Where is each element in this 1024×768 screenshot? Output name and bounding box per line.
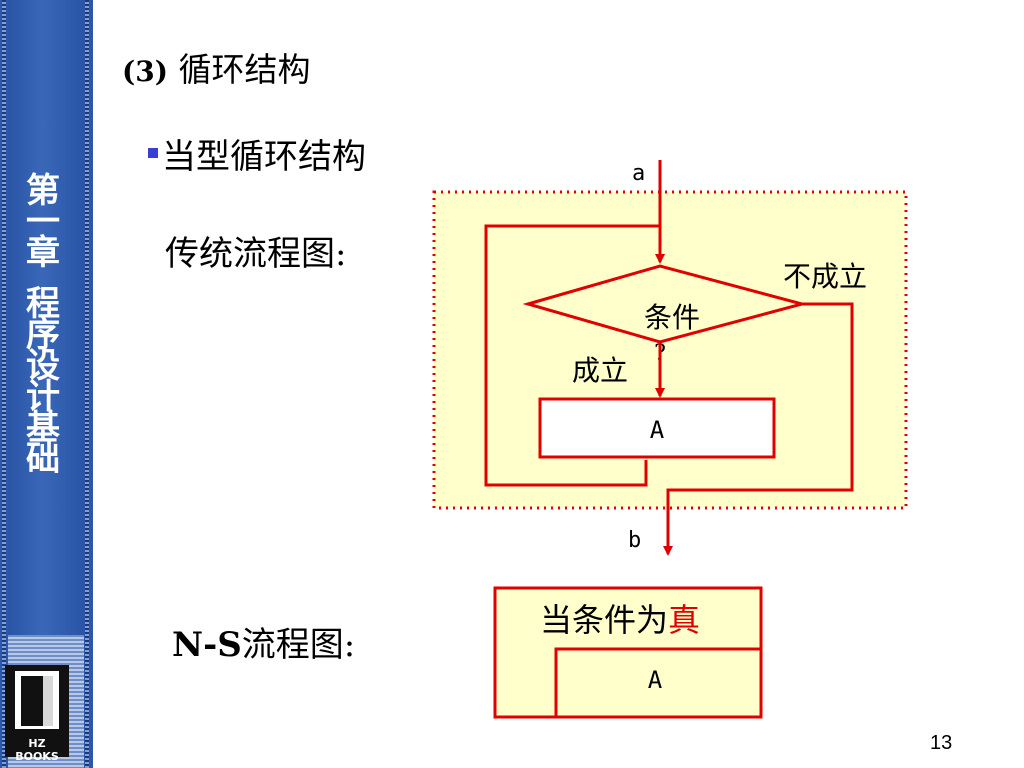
ns-body-box bbox=[554, 647, 763, 719]
condition-text: 条件 bbox=[644, 301, 700, 334]
loop-back-line bbox=[484, 224, 660, 487]
entry-label: a bbox=[632, 161, 645, 186]
chapter-char: 设 bbox=[26, 346, 60, 386]
chapter-char: 础 bbox=[26, 439, 60, 479]
ns-label-rest: 流程图: bbox=[241, 625, 356, 665]
publisher-logo: HZ BOOKS bbox=[5, 665, 69, 763]
ns-loop-highlight: 真 bbox=[668, 601, 700, 639]
logo-door-icon bbox=[21, 676, 43, 726]
traditional-flowchart-label: 传统流程图: bbox=[165, 234, 347, 274]
chapter-title: 第 一 章 程 序 设 计 基 础 bbox=[15, 171, 71, 479]
chapter-char: 基 bbox=[26, 408, 60, 448]
section-title: (3) 循环结构 bbox=[122, 43, 310, 91]
process-label: A bbox=[650, 416, 665, 444]
chapter-char: 章 bbox=[26, 233, 60, 273]
logo-text: HZ BOOKS bbox=[15, 737, 59, 763]
bullet-square-icon bbox=[148, 148, 158, 158]
chapter-char: 序 bbox=[26, 315, 60, 355]
chapter-char: 一 bbox=[26, 202, 60, 242]
ns-label-latin: N-S bbox=[172, 625, 242, 665]
false-branch-arrow bbox=[663, 302, 854, 556]
exit-label: b bbox=[628, 528, 641, 553]
ns-loop-condition: 当条件为真 bbox=[540, 601, 700, 639]
bullet-item: 当型循环结构 bbox=[148, 129, 366, 178]
traditional-flowchart: a 条件 ? 成立 A 不成立 b bbox=[432, 160, 908, 556]
false-label: 不成立 bbox=[783, 260, 867, 293]
sidebar-stripe-left bbox=[2, 0, 6, 768]
page-number: 13 bbox=[930, 732, 953, 754]
sidebar-stripe-right bbox=[85, 0, 89, 768]
section-title-text: 循环结构 bbox=[178, 50, 311, 89]
chapter-char: 计 bbox=[26, 377, 60, 417]
loop-region bbox=[432, 190, 908, 510]
ns-body-label: A bbox=[648, 666, 663, 694]
chapter-char: 程 bbox=[26, 284, 60, 324]
bullet-text: 当型循环结构 bbox=[162, 137, 366, 177]
ns-diagram: 当条件为真 A bbox=[493, 586, 763, 719]
ns-flowchart-label: N-S流程图: bbox=[172, 617, 355, 666]
process-box bbox=[538, 397, 776, 459]
chapter-sidebar: 第 一 章 程 序 设 计 基 础 HZ BOOKS bbox=[0, 0, 93, 768]
section-number: (3) bbox=[122, 55, 168, 88]
chapter-char: 第 bbox=[26, 171, 60, 211]
true-label: 成立 bbox=[572, 354, 628, 387]
ns-loop-prefix: 当条件为 bbox=[540, 601, 668, 639]
logo-door-panel bbox=[43, 676, 53, 726]
